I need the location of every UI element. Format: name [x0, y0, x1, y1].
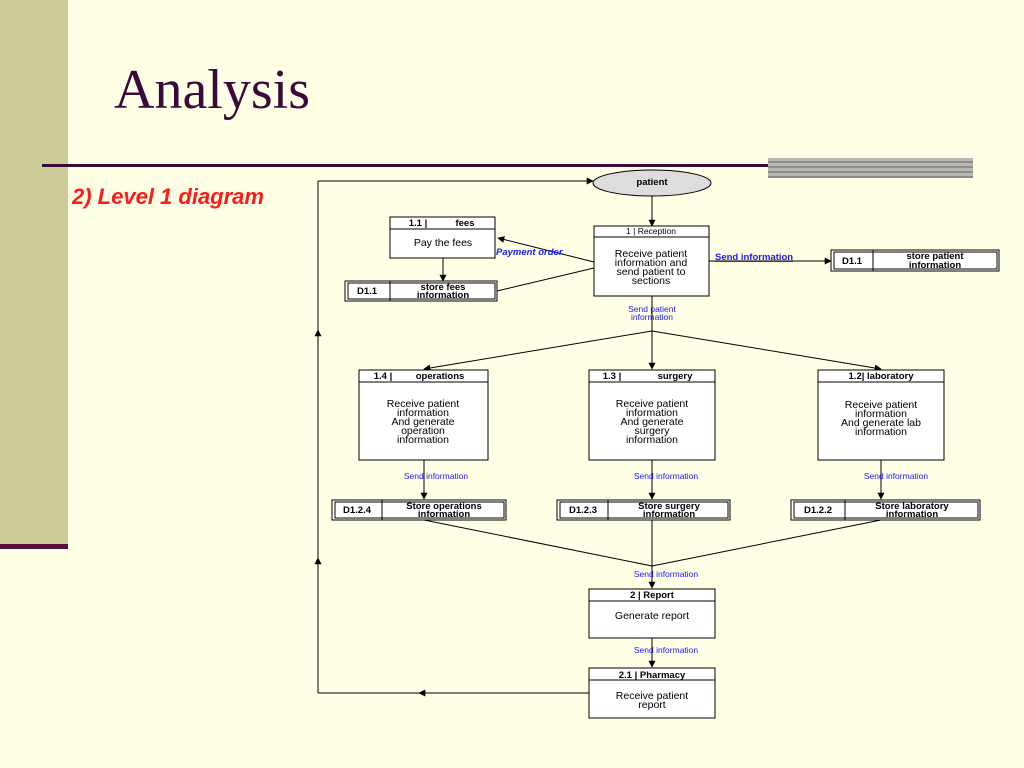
process-text-line: Receive patient: [387, 398, 459, 410]
process-text-line: information: [397, 407, 449, 419]
process-id: 1.2| laboratory: [849, 371, 915, 382]
datastore-name-line: store fees: [421, 282, 466, 293]
datastore-fees: D1.1 store fees information: [344, 280, 498, 302]
process-name: operations: [416, 371, 465, 382]
process-text-line: And generate: [620, 416, 683, 428]
process-reception: 1 | Reception Receive patient informatio…: [593, 225, 710, 297]
process-id: 1 | Reception: [626, 226, 676, 236]
flow-ops-store-to-report: [423, 519, 653, 567]
flow-reception-to-operations: [423, 330, 653, 372]
datastore-name-line: Store laboratory: [875, 501, 949, 512]
datastore-name-line: information: [909, 260, 961, 271]
flow-label-send-information: Send information: [634, 645, 699, 655]
flow-label-send-information: Send information: [404, 471, 469, 481]
flow-payment-order: [497, 236, 595, 263]
datastore-id: D1.2.2: [804, 505, 832, 516]
datastore-id: D1.2.3: [569, 505, 597, 516]
datastore-name-line: information: [643, 509, 695, 520]
process-text-line: Generate report: [615, 610, 689, 622]
flow-label-send-patient-information: Send patient: [628, 304, 676, 314]
datastore-name-line: information: [886, 509, 938, 520]
datastore-name-line: Store surgery: [638, 501, 700, 512]
process-text-line: surgery: [634, 425, 670, 437]
datastore-name-line: information: [418, 509, 470, 520]
datastore-id: D1.1: [357, 286, 378, 297]
flow-label-send-information: Send information: [864, 471, 929, 481]
flow-reception-to-laboratory: [651, 330, 882, 372]
process-text-line: information: [626, 407, 678, 419]
process-text-line: information: [855, 408, 907, 420]
left-decor-line: [0, 544, 68, 549]
process-id: 1.3 |: [603, 371, 622, 382]
process-text-line: Receive patient: [616, 398, 688, 410]
flow-label-send-information: Send information: [715, 252, 793, 263]
flow-lab-store-to-report: [651, 519, 882, 567]
process-text-line: Receive patient: [845, 399, 917, 411]
process-surgery: 1.3 | surgery Receive patient informatio…: [588, 369, 716, 461]
process-text-line: And generate: [391, 416, 454, 428]
process-text-line: send patient to: [617, 266, 686, 278]
flow-store-to-reception: [496, 267, 595, 292]
slide-subtitle: 2) Level 1 diagram: [72, 184, 264, 209]
process-operations: 1.4 | operations Receive patient informa…: [358, 369, 489, 461]
process-id: 1.4 |: [374, 371, 393, 382]
external-entity-patient: [592, 169, 712, 197]
process-id: 1.1 |: [409, 218, 428, 229]
flow-label-send-patient-information: information: [631, 312, 673, 322]
datastore-operations: D1.2.4 Store operations information: [331, 499, 507, 521]
datastore-id: D1.1: [842, 256, 863, 267]
title-rule: [42, 164, 972, 167]
process-laboratory: 1.2| laboratory Receive patient informat…: [817, 369, 945, 461]
process-id: 2.1 | Pharmacy: [619, 670, 686, 681]
left-decor-strip: [0, 0, 68, 546]
slide-title: Analysis: [114, 59, 310, 121]
datastore-name-line: store patient: [906, 251, 964, 262]
datastore-laboratory: D1.2.2 Store laboratory information: [790, 499, 981, 521]
process-text-line: Receive patient: [615, 248, 687, 260]
process-text-line: And generate lab: [841, 417, 921, 429]
process-name: fees: [455, 218, 474, 229]
process-id: 2 | Report: [630, 590, 675, 601]
process-text-line: information and: [615, 257, 688, 269]
process-text-line: report: [638, 699, 666, 711]
process-text-line: Receive patient: [616, 690, 688, 702]
flow-label-payment-order: Payment order: [496, 247, 564, 258]
process-name: surgery: [658, 371, 694, 382]
process-pharmacy: 2.1 | Pharmacy Receive patient report: [588, 667, 716, 719]
datastore-name-line: Store operations: [406, 501, 482, 512]
process-fees: 1.1 | fees Pay the fees: [389, 216, 496, 259]
flow-label-send-information: Send information: [634, 471, 699, 481]
process-report: 2 | Report Generate report: [588, 588, 716, 639]
datastore-surgery: D1.2.3 Store surgery information: [556, 499, 731, 521]
process-text-line: information: [397, 434, 449, 446]
process-text-line: Pay the fees: [414, 237, 472, 249]
datastore-id: D1.2.4: [343, 505, 372, 516]
datastore-name-line: information: [417, 290, 469, 301]
flow-lines: [314, 177, 885, 697]
external-entity-label: patient: [636, 177, 668, 188]
process-text-line: sections: [632, 275, 671, 287]
process-text-line: information: [626, 434, 678, 446]
flow-label-send-information: Send information: [634, 569, 699, 579]
process-text-line: information: [855, 426, 907, 438]
datastore-patient: D1.1 store patient information: [830, 249, 1000, 272]
title-rule-bar: [768, 158, 973, 178]
process-text-line: operation: [401, 425, 445, 437]
